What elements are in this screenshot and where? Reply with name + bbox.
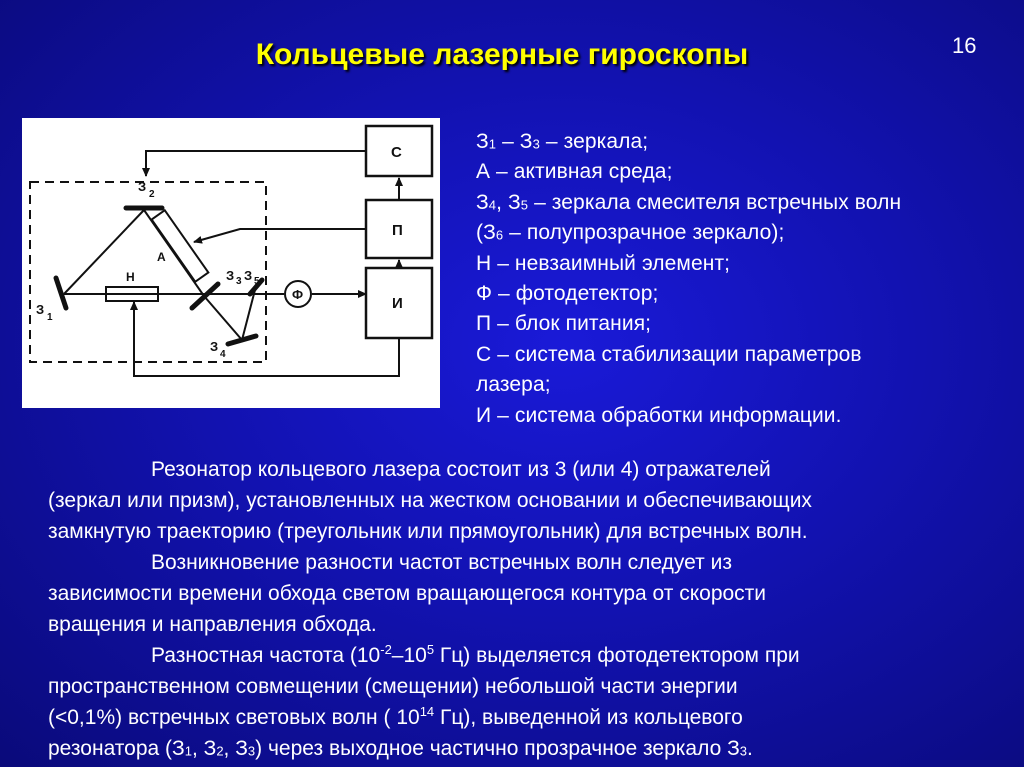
label-z2-idx: 2	[149, 189, 155, 200]
page-number: 16	[952, 33, 977, 58]
wire-p-active	[193, 228, 366, 244]
paragraph-beat-frequency: Разностная частота (10-2–105 Гц) выделяе…	[48, 642, 800, 760]
label-i: И	[392, 295, 403, 312]
beam-left	[63, 209, 145, 295]
paragraph-resonator: Резонатор кольцевого лазера состоит из 3…	[48, 458, 812, 543]
ring-laser-gyro-schematic: С П И Ф Н А З 2 З 1 З 3 З 5 З 4	[22, 118, 440, 408]
wire-c-feedback	[142, 150, 366, 177]
legend-item-photodetector: Ф – фотодетектор;	[476, 282, 659, 306]
dashed-enclosure	[29, 181, 267, 363]
mirror-z5	[247, 277, 265, 297]
label-a: А	[157, 250, 166, 264]
label-z1-idx: 1	[47, 312, 53, 323]
label-f: Ф	[292, 287, 303, 302]
label-z3-idx: 3	[236, 276, 242, 287]
mirror-z3	[189, 281, 221, 311]
legend-item-nonreciprocal: Н – невзаимный элемент;	[476, 251, 731, 275]
label-z5: З	[244, 268, 252, 283]
label-z1: З	[36, 302, 44, 317]
label-p: П	[392, 222, 403, 239]
legend-item-processing: И – система обработки информации.	[476, 403, 842, 427]
label-z5-idx: 5	[254, 276, 260, 287]
legend-item-mirrors: З1 – З3 – зеркала;	[476, 130, 649, 153]
legend-item-stabilization-cont: лазера;	[476, 373, 551, 397]
beam-to-z4	[203, 295, 243, 341]
legend-item-active-medium: А – активная среда;	[476, 160, 673, 184]
legend-item-semitransparent: (З6 – полупрозрачное зеркало);	[476, 221, 785, 245]
label-z2: З	[138, 179, 146, 194]
legend-item-mixer-mirrors: З4, З5 – зеркала смесителя встречных вол…	[476, 190, 902, 214]
legend-list: З1 – З3 – зеркала; А – активная среда; З…	[476, 127, 1016, 431]
label-z4: З	[210, 339, 218, 354]
schematic-svg: С П И Ф Н А З 2 З 1 З 3 З 5 З 4	[29, 124, 434, 377]
slide-title: Кольцевые лазерные гироскопы	[255, 38, 749, 71]
label-n: Н	[126, 270, 135, 284]
label-z4-idx: 4	[220, 349, 226, 360]
legend-item-power: П – блок питания;	[476, 312, 652, 336]
active-medium-tube	[150, 208, 210, 284]
paragraph-frequency-difference: Возникновение разности частот встречных …	[48, 551, 767, 636]
label-z3: З	[226, 268, 234, 283]
beam-z4-up	[241, 285, 257, 341]
legend-item-stabilization: С – система стабилизации параметров	[476, 342, 862, 366]
photodetector	[284, 280, 312, 308]
wire-i-n	[130, 301, 400, 377]
label-c: С	[391, 144, 402, 161]
mirror-z4	[225, 333, 259, 347]
mirror-z1	[53, 275, 69, 311]
